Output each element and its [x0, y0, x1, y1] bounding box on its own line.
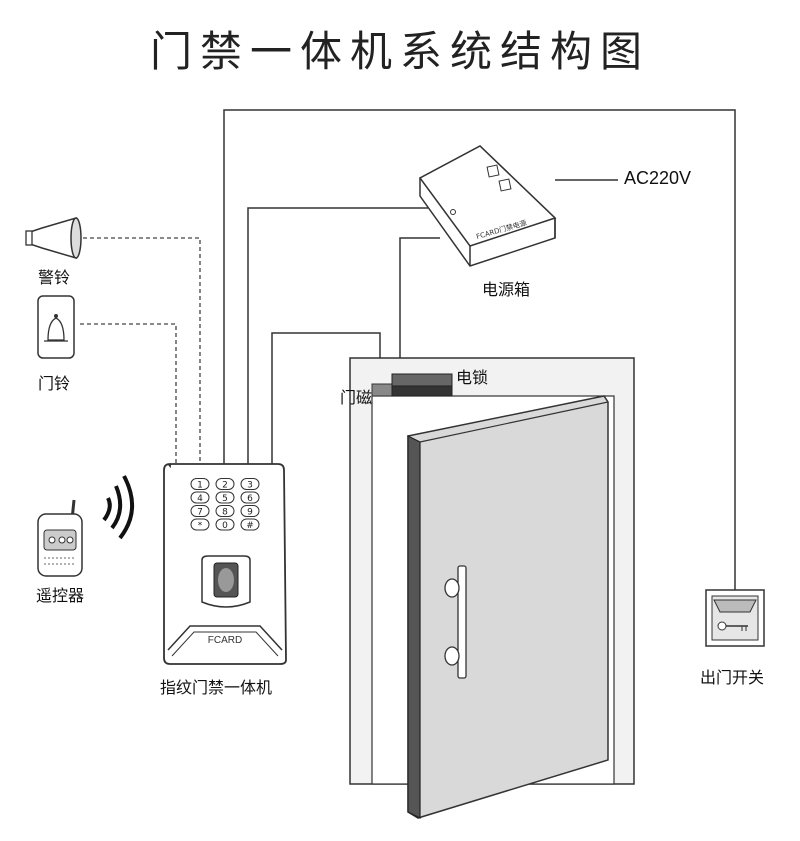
- wire-to-power-box: [247, 207, 428, 470]
- doorbell-label: 门铃: [38, 374, 71, 393]
- remote-label: 遥控器: [36, 586, 85, 605]
- keypad-key: 1: [190, 478, 210, 491]
- keypad-key-label: 8: [222, 508, 228, 518]
- keypad-key-label: 3: [247, 481, 253, 491]
- wire-to-exit-button: [223, 109, 736, 590]
- keypad-key: 5: [215, 491, 235, 504]
- door-handle-icon: [444, 565, 467, 679]
- access-control-device: 1 2 3 4 5 6 7 8 9 * 0 # FCARD: [163, 463, 287, 665]
- power-supply-box: FCARD门禁电源: [418, 145, 557, 267]
- doorbell-icon: [37, 295, 75, 359]
- keypad-key: 8: [215, 505, 235, 518]
- keypad-key: *: [190, 518, 210, 531]
- keypad-key: #: [240, 518, 260, 531]
- wire-power-to-lock: [399, 237, 440, 374]
- alarm-label: 警铃: [38, 268, 71, 287]
- keypad: 1 2 3 4 5 6 7 8 9 * 0 #: [190, 478, 260, 531]
- keypad-key: 4: [190, 491, 210, 504]
- keypad-key-label: 5: [222, 494, 228, 504]
- keypad-key: 3: [240, 478, 260, 491]
- keypad-key: 2: [215, 478, 235, 491]
- electric-lock-icon: [391, 373, 453, 397]
- wireless-signal-icon: [102, 475, 135, 540]
- device-brand: FCARD: [208, 635, 242, 646]
- keypad-key-label: #: [246, 521, 254, 531]
- keypad-key: 7: [190, 505, 210, 518]
- keypad-key-label: 1: [197, 481, 203, 491]
- fingerprint-sensor: [201, 555, 251, 608]
- ac-label: AC220V: [624, 168, 692, 188]
- alarm-bell-icon: [25, 216, 82, 260]
- wire-to-door-sensor: [271, 332, 381, 470]
- wire-to-alarm: [76, 237, 201, 470]
- exit-button-icon: [705, 589, 765, 647]
- door-leaf: [407, 395, 609, 819]
- keypad-key: 9: [240, 505, 260, 518]
- device-label: 指纹门禁一体机: [160, 678, 273, 697]
- keypad-key-label: 4: [197, 494, 203, 504]
- keypad-key-label: 0: [222, 521, 228, 531]
- wire-to-doorbell: [80, 323, 177, 470]
- keypad-key-label: *: [198, 521, 203, 531]
- diagram-title: 门禁一体机系统结构图: [149, 27, 650, 76]
- power-box-label: 电源箱: [482, 280, 531, 299]
- keypad-key-label: 6: [247, 494, 253, 504]
- keypad-key: 0: [215, 518, 235, 531]
- door-sensor-label: 门磁: [340, 388, 373, 407]
- keypad-key-label: 7: [197, 508, 203, 518]
- keypad-key-label: 2: [222, 481, 228, 491]
- exit-button-label: 出门开关: [700, 668, 765, 687]
- door-sensor-icon: [371, 383, 393, 397]
- remote-control-icon: [37, 499, 83, 577]
- keypad-key: 6: [240, 491, 260, 504]
- keypad-key-label: 9: [247, 508, 253, 518]
- electric-lock-label: 电锁: [456, 368, 489, 387]
